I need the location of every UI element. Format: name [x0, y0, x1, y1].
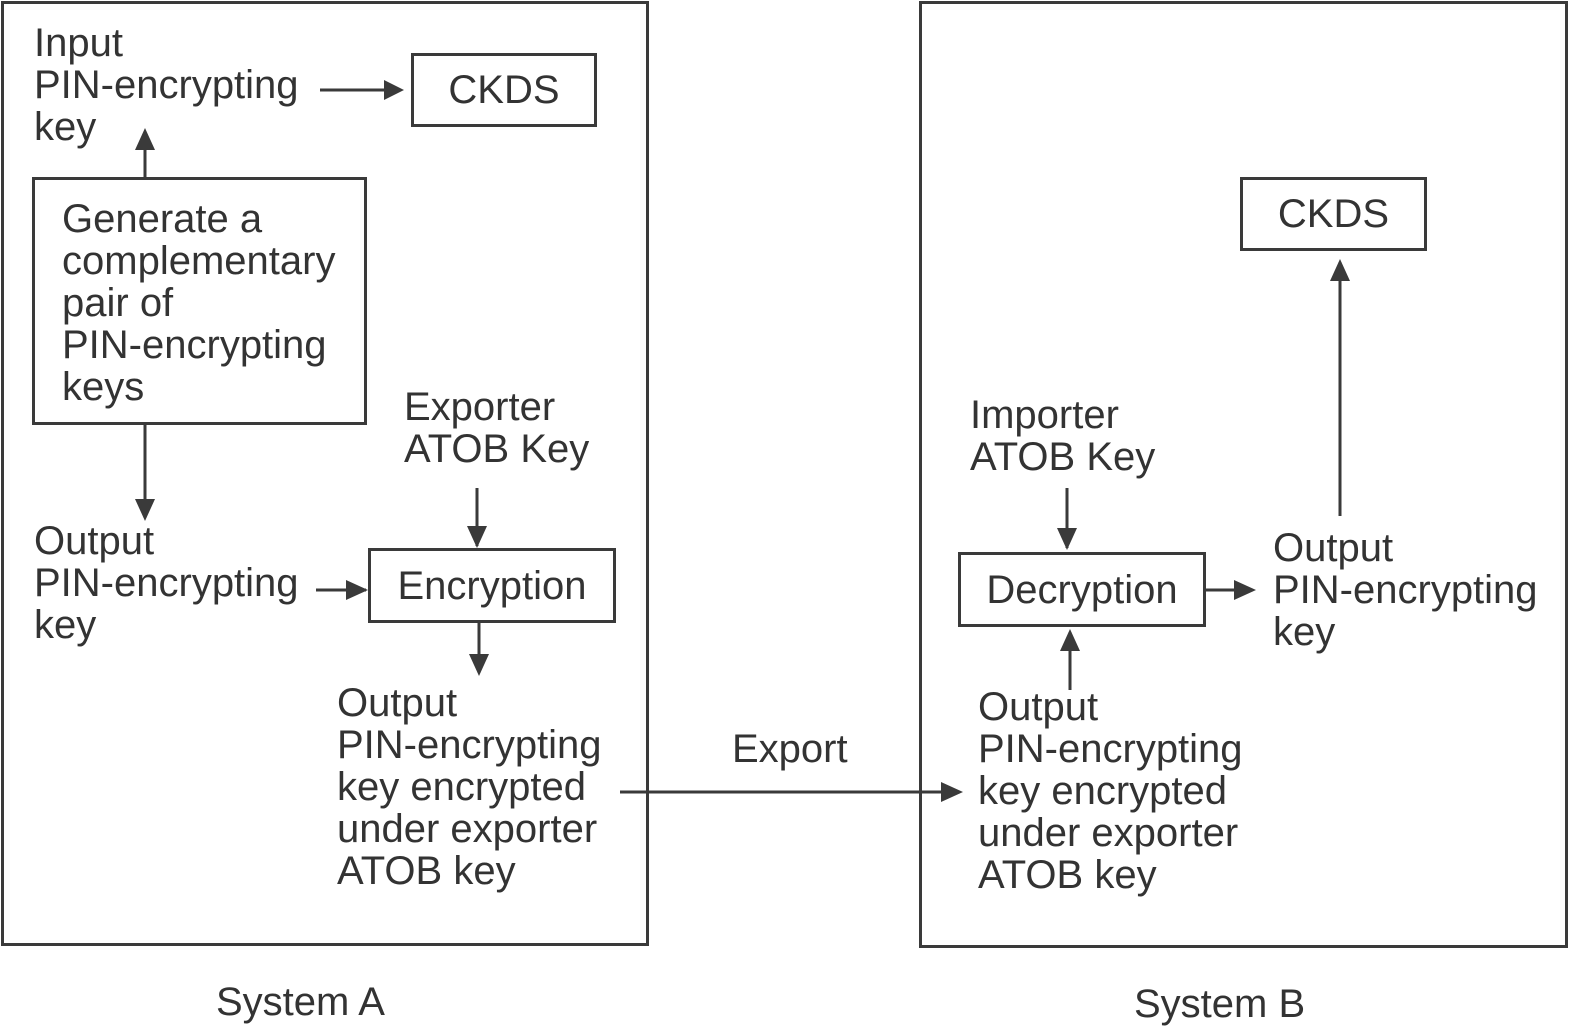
arrowhead-encryption-to-output	[469, 654, 489, 676]
system-b-frame	[919, 1, 1568, 948]
arrowhead-decryption-to-output	[1234, 580, 1256, 600]
ckds-box-b: CKDS	[1240, 177, 1427, 251]
arrowhead-output-to-encryption	[346, 580, 368, 600]
importer-atob-key-label: Importer ATOB Key	[970, 393, 1156, 479]
input-pin-key-label: Input PIN-encrypting key	[34, 21, 299, 149]
system-a-caption: System A	[216, 980, 385, 1024]
arrowhead-importer-to-decryption	[1057, 528, 1077, 550]
decryption-box: Decryption	[958, 552, 1206, 627]
system-b-caption: System B	[1134, 982, 1306, 1026]
generate-key-pair-box: Generate a complementary pair of PIN-enc…	[32, 177, 367, 425]
arrowhead-export	[941, 782, 963, 802]
arrowhead-exporter-to-encryption	[467, 526, 487, 548]
arrowhead-generate-to-input	[135, 128, 155, 150]
encryption-box: Encryption	[368, 548, 616, 623]
system-a-frame	[1, 1, 649, 946]
output-encrypted-key-label-b: Output PIN-encrypting key encrypted unde…	[978, 685, 1243, 897]
ckds-box-a: CKDS	[411, 53, 597, 127]
export-label: Export	[732, 727, 848, 771]
output-encrypted-key-label-a: Output PIN-encrypting key encrypted unde…	[337, 681, 602, 893]
arrowhead-input-to-ckds	[384, 80, 404, 100]
exporter-atob-key-label: Exporter ATOB Key	[404, 385, 590, 471]
arrowhead-encrypted-to-decryption	[1060, 629, 1080, 651]
output-pin-key-label-b: Output PIN-encrypting key	[1273, 526, 1538, 654]
output-pin-key-label-a: Output PIN-encrypting key	[34, 519, 299, 647]
arrowhead-output-to-ckds	[1330, 259, 1350, 281]
arrowhead-generate-to-output	[135, 499, 155, 521]
